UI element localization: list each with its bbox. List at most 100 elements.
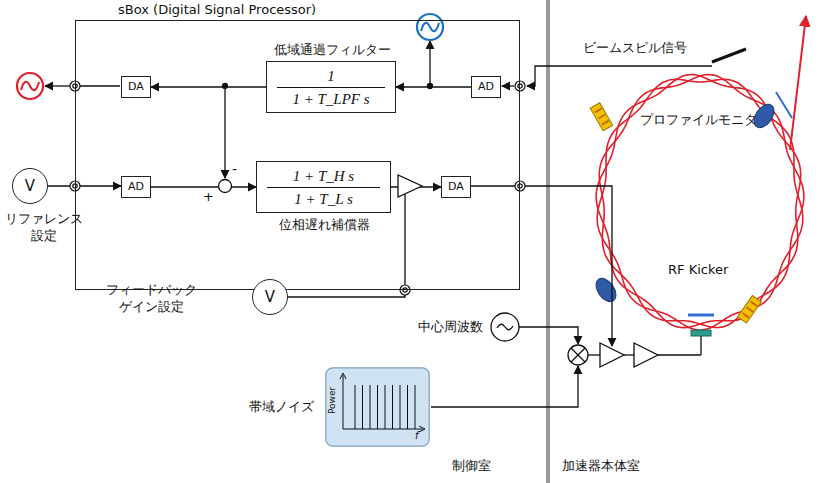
- room-divider: [546, 0, 550, 483]
- oscillator-part: [497, 324, 513, 330]
- noise-spectrum-part: [392, 385, 393, 429]
- converter-box: DA: [121, 76, 151, 98]
- profile-monitor-part: [747, 307, 754, 312]
- room-label: 制御室: [452, 458, 491, 474]
- waveform-icon-part: [417, 14, 443, 40]
- signal-wire: [151, 86, 266, 87]
- port-connector-part: [518, 184, 522, 188]
- block-caption: 低域通過フィルター: [274, 42, 391, 58]
- voltage-symbol: V: [265, 288, 275, 306]
- power-amplifier-part: [624, 354, 634, 355]
- power-amplifier-part: [588, 354, 600, 355]
- numerator: 1 + T_H s: [293, 167, 354, 185]
- spill-screen-part: [712, 49, 746, 62]
- numerator: 1: [327, 67, 335, 85]
- signal-wire: [396, 86, 471, 87]
- noise-spectrum-part: [355, 385, 356, 429]
- oscillator-label: 中心周波数: [418, 319, 483, 335]
- spill-signal-wire-part: [502, 85, 514, 86]
- part-label: RF Kicker: [668, 262, 728, 278]
- rf-kicker: [688, 315, 714, 355]
- oscillator-part: [491, 313, 519, 341]
- noise-spectrum-part: [377, 385, 378, 429]
- noise-spectrum-part: [385, 385, 386, 429]
- summing-junction-part: [219, 180, 232, 193]
- noise-spectrum-part: [400, 385, 401, 429]
- converter-box: AD: [471, 76, 501, 98]
- converter-label: AD: [478, 80, 494, 93]
- noise-spectrum-part: [407, 385, 408, 429]
- profile-monitor-part: [751, 302, 758, 307]
- converter-label: DA: [128, 80, 144, 93]
- processor-frame: sBox (Digital Signal Processor)DA11 + T_…: [75, 20, 520, 290]
- axis-label: f: [415, 430, 419, 442]
- waveform-icon-part: [17, 73, 43, 99]
- noise-spectrum-part: [343, 375, 423, 429]
- setting-label: フィードバック ゲイン設定: [101, 282, 201, 316]
- noise-generator: 帯域ノイズPowerf: [325, 367, 430, 447]
- fraction-bar: [277, 87, 386, 88]
- noise-spectrum-part: [362, 385, 363, 429]
- profile-monitor-part: [598, 115, 605, 119]
- extracted-beam: [790, 16, 806, 150]
- waveform-icon: [17, 14, 443, 99]
- frame-title: sBox (Digital Signal Processor): [118, 2, 316, 18]
- converter-box: DA: [441, 176, 471, 198]
- sign-label: +: [203, 189, 214, 205]
- transfer-function-box: 1 + T_H s1 + T_L s位相遅れ補償器: [256, 161, 391, 213]
- power-amplifier: [588, 343, 701, 367]
- oscillator: [491, 313, 578, 344]
- output-wire: [470, 186, 612, 346]
- signal-wire: [48, 185, 121, 186]
- mixer-part: [571, 348, 585, 362]
- converter-label: AD: [128, 180, 144, 193]
- noise-spectrum-part: [340, 373, 425, 432]
- noise-spectrum: [325, 367, 430, 447]
- port-connector-part: [518, 84, 522, 88]
- mixer-part: [568, 345, 588, 365]
- extracted-beam-part: [790, 16, 806, 150]
- monitor-output-part: [45, 85, 70, 86]
- profile-monitor-part: [595, 108, 602, 112]
- room-divider-part: [546, 0, 550, 483]
- block-caption: 位相遅れ補償器: [279, 217, 370, 233]
- monitor-output-part: [428, 84, 433, 89]
- monitor-output-part: [80, 85, 120, 86]
- noise-spectrum-part: [415, 385, 416, 429]
- beam-ring: [596, 75, 804, 330]
- gain-amplifier-part: [398, 175, 422, 197]
- port-connector-part: [515, 181, 525, 191]
- power-amplifier-part: [658, 354, 701, 355]
- power-amplifier-part: [634, 343, 658, 367]
- waveform-icon-part: [21, 82, 39, 90]
- profile-monitor-part: [602, 121, 609, 125]
- axis-label: Power: [327, 387, 338, 414]
- denominator: 1 + T_LPF s: [292, 90, 369, 108]
- port-connector-part: [403, 288, 407, 292]
- summing-junction-part: [224, 86, 225, 178]
- spill-screen: [712, 49, 746, 62]
- power-amplifier-part: [600, 343, 624, 367]
- signal-label: ビームスピル信号: [583, 40, 687, 56]
- noise-wire-part: [431, 366, 578, 407]
- mixer-part: [571, 348, 585, 362]
- noise-caption: 帯域ノイズ: [249, 399, 314, 415]
- signal-wire: [151, 186, 256, 187]
- noise-wire: [431, 366, 578, 407]
- transfer-function-box: 11 + T_LPF s低域通過フィルター: [266, 61, 396, 113]
- rf-kicker-part: [700, 336, 701, 355]
- noise-spectrum-part: [326, 368, 429, 446]
- spill-signal-wire: [502, 66, 712, 86]
- profile-monitor-part: [776, 92, 792, 118]
- waveform-icon-part: [421, 23, 439, 31]
- port-connector-part: [400, 285, 410, 295]
- beam-ring-part: [597, 79, 803, 330]
- rf-kicker-part: [691, 330, 711, 336]
- beam-ring-part: [599, 75, 804, 328]
- profile-monitor-part: [590, 103, 613, 131]
- beam-ring-part: [596, 75, 801, 328]
- profile-monitor-part: [737, 295, 761, 323]
- converter-box: AD: [121, 176, 151, 198]
- output-wire-part: [525, 186, 612, 346]
- spill-signal-wire-part: [527, 66, 712, 86]
